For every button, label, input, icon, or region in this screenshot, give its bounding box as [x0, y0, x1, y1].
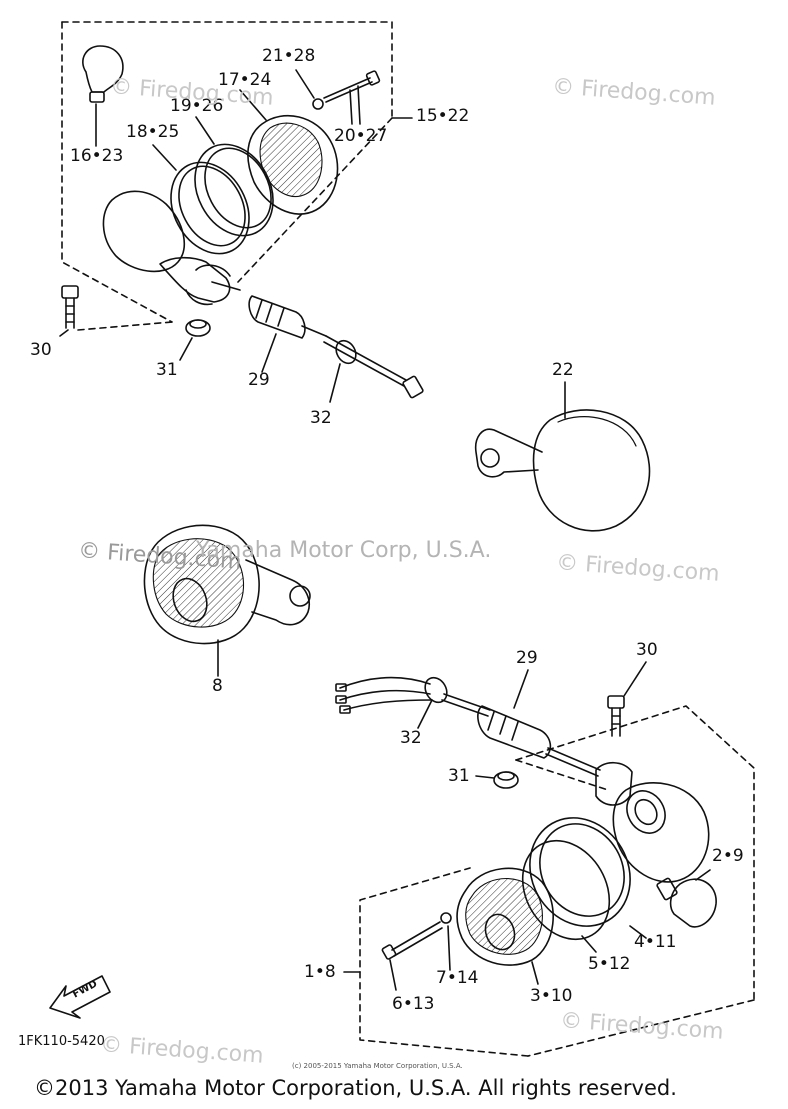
- callout-19-26: 19•26: [170, 96, 224, 116]
- callout-20-27: 20•27: [334, 126, 388, 146]
- small-copyright: (c) 2005-2015 Yamaha Motor Corporation, …: [292, 1062, 463, 1070]
- socket-29-bottom: [477, 669, 601, 777]
- callout-1-8: 1•8: [304, 962, 336, 982]
- bolt-30-bottom: [607, 661, 647, 737]
- fwd-arrow-icon: [49, 975, 111, 1019]
- callout-2-9: 2•9: [712, 846, 744, 866]
- grommet-31-top: [179, 319, 211, 361]
- wire-32-top: [323, 335, 424, 403]
- bolt-30-top: [59, 285, 79, 337]
- wires-32-bottom: [335, 676, 491, 729]
- callout-29-top: 29: [248, 370, 270, 390]
- callout-22: 22: [552, 360, 574, 380]
- callout-16-23: 16•23: [70, 146, 124, 166]
- screw-bottom: [381, 921, 443, 991]
- grommet-31-bottom: [475, 771, 519, 789]
- part-number: 1FK110-5420: [18, 1034, 105, 1049]
- callout-8: 8: [212, 676, 223, 696]
- socket-29-top: [248, 295, 327, 373]
- callout-30-top: 30: [30, 340, 52, 360]
- nut-bottom: [440, 912, 452, 971]
- callout-29-bottom: 29: [516, 648, 538, 668]
- nut-top: [295, 69, 324, 110]
- callout-30-bottom: 30: [636, 640, 658, 660]
- callout-18-25: 18•25: [126, 122, 180, 142]
- watermark-yamaha: Yamaha Motor Corp, U.S.A.: [196, 538, 492, 563]
- housing-base-bottom: [595, 761, 710, 883]
- bulb-top: [82, 45, 124, 147]
- callout-15-22: 15•22: [416, 106, 470, 126]
- unit-8: [143, 524, 311, 677]
- lens-bottom: [456, 867, 554, 985]
- bottom-dashed-boundary: [343, 705, 755, 1057]
- callout-4-11: 4•11: [634, 932, 677, 952]
- callout-31-bottom: 31: [448, 766, 470, 786]
- bulb-bottom: [656, 869, 717, 928]
- callout-7-14: 7•14: [436, 968, 479, 988]
- lens-top: [239, 89, 339, 215]
- top-dashed-boundary: [61, 21, 413, 331]
- footer-copyright: ©2013 Yamaha Motor Corporation, U.S.A. A…: [34, 1076, 677, 1100]
- callout-3-10: 3•10: [530, 986, 573, 1006]
- callout-6-13: 6•13: [392, 994, 435, 1014]
- callout-5-12: 5•12: [588, 954, 631, 974]
- callout-21-28: 21•28: [262, 46, 316, 66]
- housing-base-top: [102, 190, 241, 306]
- callout-32-bottom: 32: [400, 728, 422, 748]
- housing-22: [474, 381, 651, 532]
- screw-top: [323, 70, 381, 125]
- gasket-ring-top: [152, 144, 250, 255]
- callout-32-top: 32: [310, 408, 332, 428]
- callout-17-24: 17•24: [218, 70, 272, 90]
- callout-31-top: 31: [156, 360, 178, 380]
